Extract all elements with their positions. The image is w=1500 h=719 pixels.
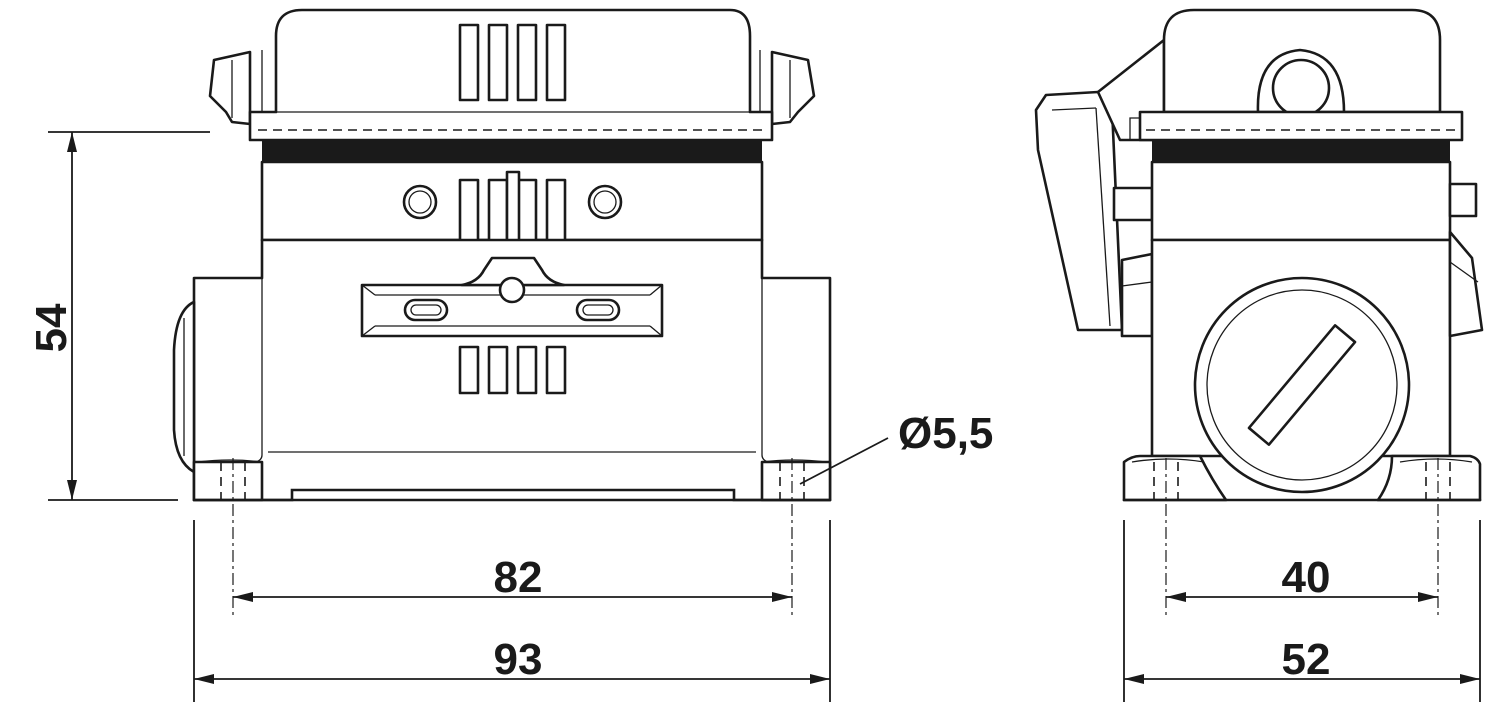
- cable-gland-cap: [1193, 276, 1411, 494]
- hood-top-ribs: [458, 23, 567, 102]
- hood-top: [248, 8, 774, 142]
- side-hood-flange: [1138, 110, 1464, 142]
- hole-diameter-label: Ø5,5: [898, 409, 993, 458]
- overall-width-label: 93: [494, 635, 543, 684]
- side-base-plate: [1122, 454, 1228, 502]
- front-dimensions: 54 Ø5,5 82 93: [27, 131, 993, 702]
- latch-plate: [360, 256, 664, 338]
- base-plate: [192, 460, 264, 502]
- overall-depth-label: 52: [1282, 635, 1331, 684]
- lower-ribs: [458, 345, 567, 395]
- side-housing-upper: [1150, 160, 1452, 242]
- sealing-gasket: [262, 140, 762, 162]
- leader-line: [799, 437, 889, 485]
- front-view: [172, 8, 832, 615]
- hole-spacing-label: 82: [494, 553, 543, 602]
- side-sealing-gasket: [1152, 140, 1450, 162]
- side-view: [1034, 8, 1484, 615]
- side-dimensions: 40 52: [1123, 520, 1481, 702]
- right-latch-handle: [759, 50, 816, 126]
- mounting-hole-left: [402, 184, 438, 220]
- side-hole-spacing-label: 40: [1282, 553, 1331, 602]
- side-lever-pivot: [1112, 186, 1154, 222]
- height-label: 54: [27, 303, 76, 352]
- mounting-hole-right: [587, 184, 623, 220]
